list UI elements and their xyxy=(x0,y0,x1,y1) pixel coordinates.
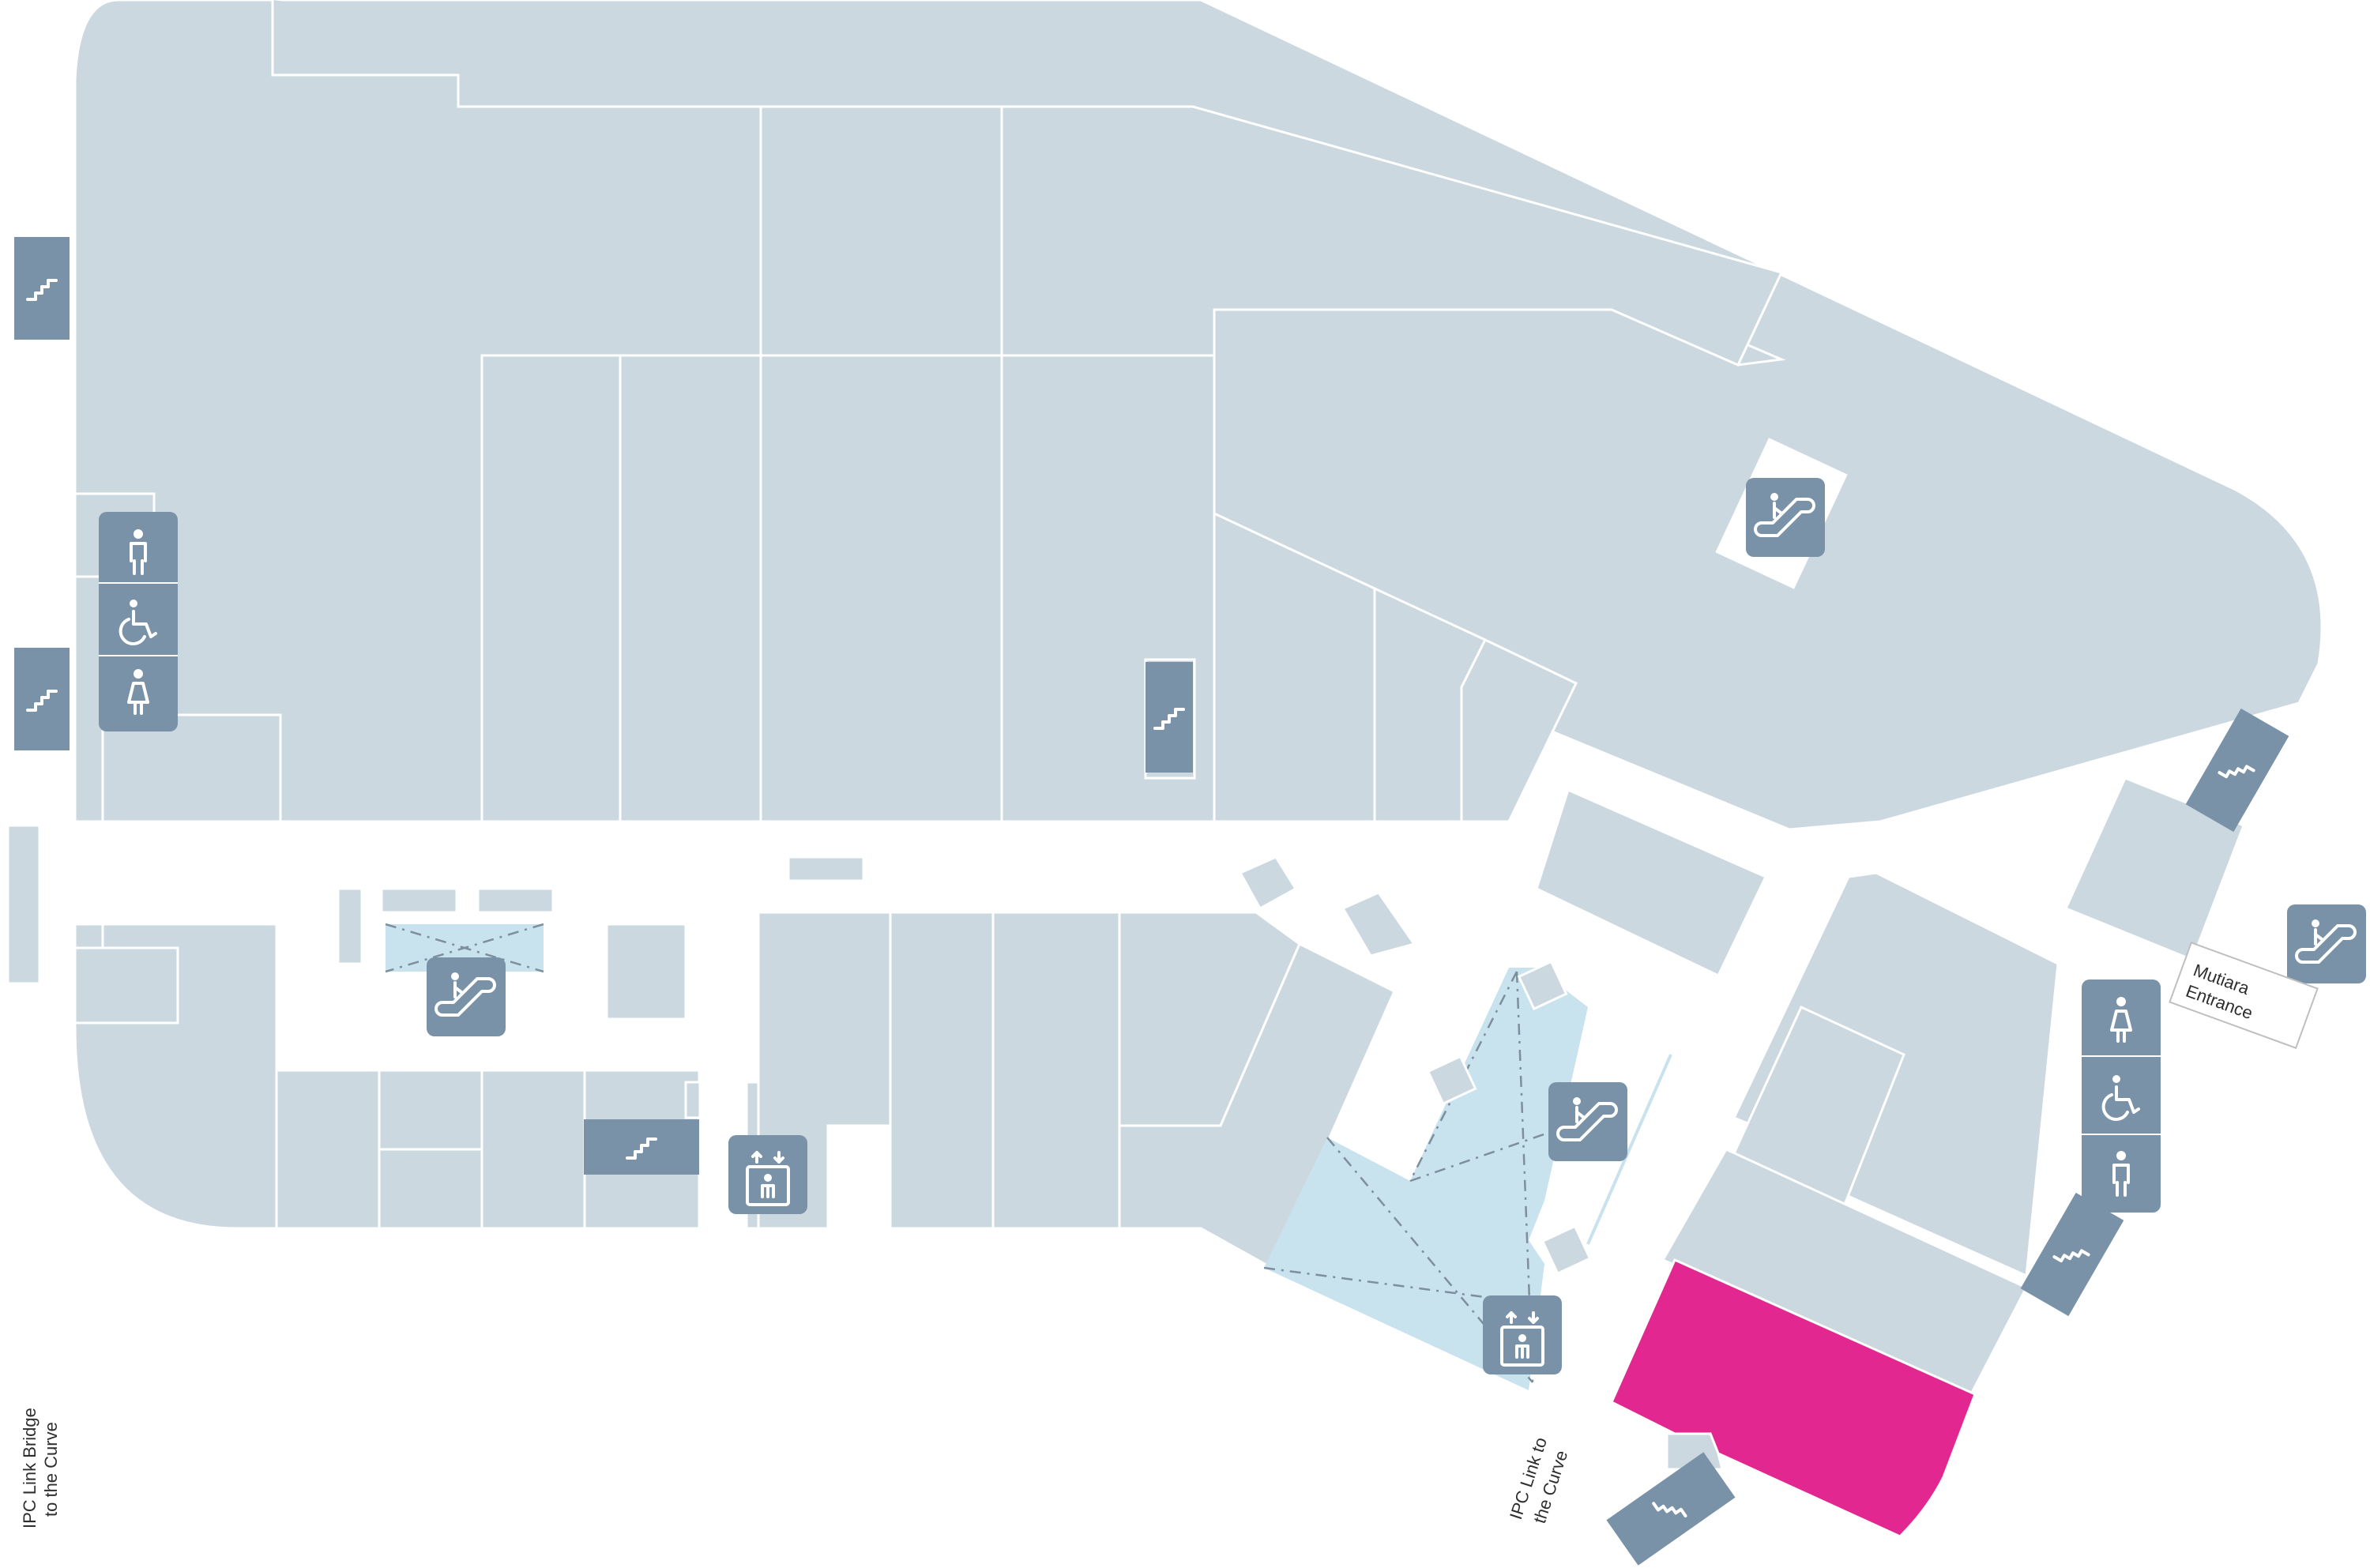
escalator-icon[interactable] xyxy=(1548,1082,1627,1161)
stairs-icon[interactable] xyxy=(1606,1452,1736,1566)
ipc-link-bridge-line1: IPC Link Bridge xyxy=(20,1408,40,1529)
toilet-icons-right xyxy=(2082,980,2161,1213)
mutiara-entrance[interactable]: Mutiara Entrance xyxy=(2169,942,2319,1049)
stairs-icons xyxy=(14,237,2289,1566)
stairs-icon[interactable] xyxy=(584,1119,699,1175)
lift-icons xyxy=(728,1135,1562,1374)
escalator-icon[interactable] xyxy=(427,957,506,1036)
stairs-icon[interactable] xyxy=(14,648,70,750)
stairs-icon[interactable] xyxy=(1146,662,1193,773)
ipc-link-bridge-line2: to the Curve xyxy=(41,1422,61,1517)
ipc-link-label: IPC Link to the Curve xyxy=(1506,1435,1571,1525)
stairs-icon[interactable] xyxy=(2020,1192,2124,1317)
ipc-link-bridge-label: IPC Link Bridge to the Curve xyxy=(20,1408,61,1529)
stairs-icon[interactable] xyxy=(14,237,70,340)
lift-icon[interactable] xyxy=(728,1135,807,1214)
toilet-icons-left xyxy=(73,492,178,731)
store-units-top xyxy=(73,105,1784,823)
lift-icon[interactable] xyxy=(1483,1295,1562,1374)
lower-middle-building xyxy=(745,855,1416,1270)
escalator-icons xyxy=(427,438,2366,1161)
escalator-icon[interactable] xyxy=(1746,478,1825,557)
stairs-icon[interactable] xyxy=(2185,708,2289,833)
lower-left-building xyxy=(6,824,865,1230)
store-units-right xyxy=(1535,776,2245,1396)
escalator-icon[interactable] xyxy=(2287,904,2366,983)
